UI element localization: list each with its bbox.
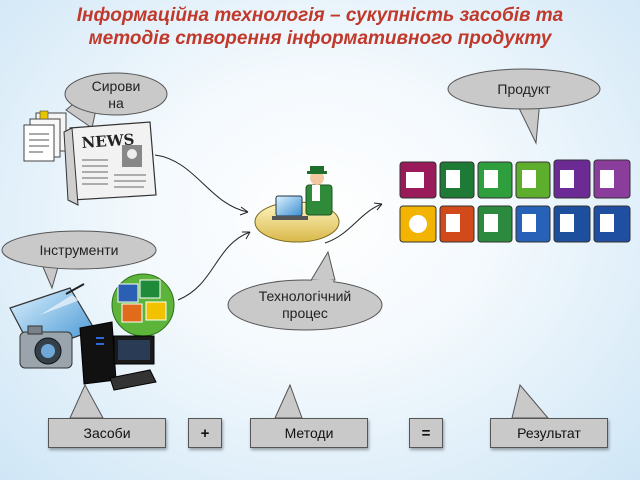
product-label: Продукт xyxy=(497,81,551,97)
process-callout xyxy=(227,250,383,331)
result-box: Результат xyxy=(490,418,608,448)
process-label: Технологічний процес xyxy=(230,288,380,322)
desktop-computer-icon xyxy=(79,321,157,391)
raw-material-label-line-2: на xyxy=(108,95,124,111)
product-callout xyxy=(447,68,601,145)
process-label-line-1: Технологічний xyxy=(258,288,352,304)
flow-arrows xyxy=(154,154,383,301)
result-box-pointer xyxy=(511,383,550,419)
tools-callout xyxy=(1,230,157,290)
office-logo-icon xyxy=(111,273,175,337)
documents-icon xyxy=(23,110,67,162)
worker-at-computer-icon xyxy=(254,166,340,243)
raw-material-label-line-1: Сирови xyxy=(91,78,141,94)
title-line-1: Інформаційна технологія – сукупність зас… xyxy=(76,5,564,26)
title-line-2: методів створення інформативного продукт… xyxy=(88,28,552,49)
page-title: Інформаційна технологія – сукупність зас… xyxy=(0,4,640,50)
equals-box: = xyxy=(409,418,443,448)
methods-box: Методи xyxy=(250,418,368,448)
tools-box: Засоби xyxy=(48,418,166,448)
process-label-line-2: процес xyxy=(282,305,328,321)
tools-label: Інструменти xyxy=(39,242,119,258)
newspaper-icon: NEWS xyxy=(63,121,157,206)
raw-material-label: Сирови на xyxy=(68,78,164,112)
raw-material-callout xyxy=(64,72,168,129)
camera-icon xyxy=(19,325,73,369)
methods-box-pointer xyxy=(274,383,303,419)
office-apps-grid xyxy=(399,159,631,243)
news-label: NEWS xyxy=(81,130,135,152)
plus-box: + xyxy=(188,418,222,448)
tools-box-pointer xyxy=(69,383,104,419)
